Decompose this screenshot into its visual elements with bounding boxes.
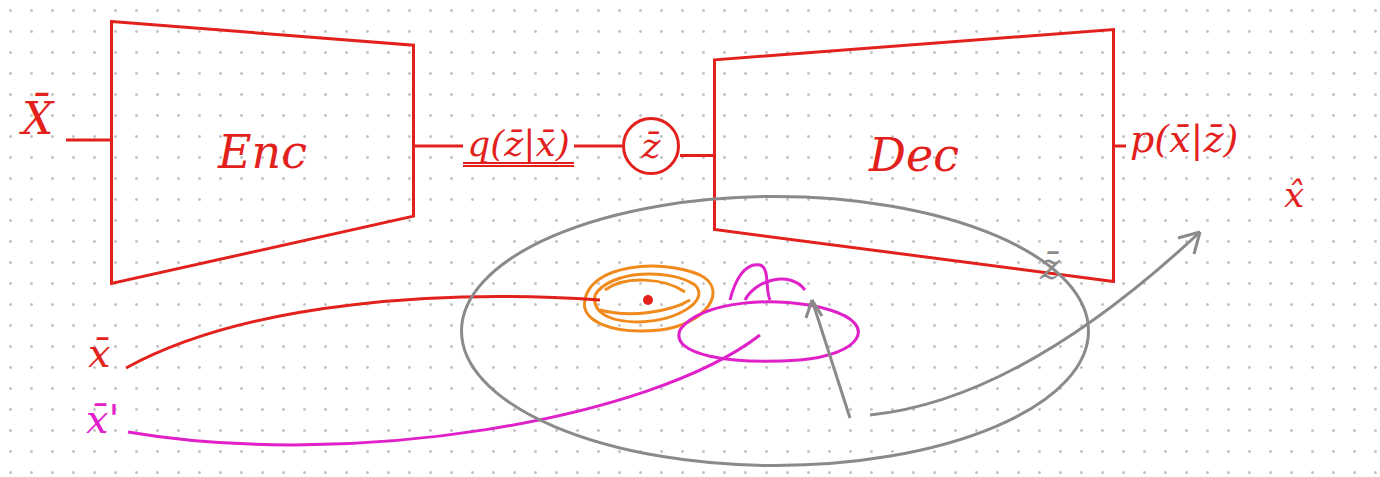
latent-space-ellipse-outline — [460, 195, 1090, 467]
pointer-head — [806, 300, 822, 318]
decoder-trapezoid: Dec — [713, 28, 1115, 283]
output-wire — [1115, 145, 1126, 148]
node-text: Dec — [869, 131, 959, 179]
input-label: X̄ — [22, 96, 53, 142]
input-wire — [66, 139, 110, 142]
latent-circle: z̄ — [622, 117, 680, 175]
sample-arrow — [870, 232, 1200, 415]
posterior-blob-2 — [679, 265, 858, 362]
latent-space-ellipse: z̄ — [460, 195, 1090, 467]
pointer-line — [812, 300, 850, 418]
edge-label: q(z̄|x̄) — [463, 125, 574, 168]
sample-label: x̄ — [88, 332, 111, 374]
node-text: z̄ — [1040, 247, 1060, 287]
sample-label-2: x̄' — [86, 398, 120, 440]
reconstruction-label: x̂ — [1284, 176, 1304, 214]
encode-curve-2 — [128, 335, 760, 445]
encoder-trapezoid: Enc — [110, 20, 415, 285]
encode-curve — [126, 297, 600, 368]
sample-arrow-head — [1178, 232, 1200, 254]
likelihood-label: p(x̄|z̄) — [1130, 120, 1238, 160]
node-text: z̄ — [642, 127, 661, 165]
mean-dot — [643, 295, 653, 305]
node-text: Enc — [218, 128, 307, 176]
connector-line — [680, 154, 713, 157]
posterior-blob — [584, 266, 713, 331]
